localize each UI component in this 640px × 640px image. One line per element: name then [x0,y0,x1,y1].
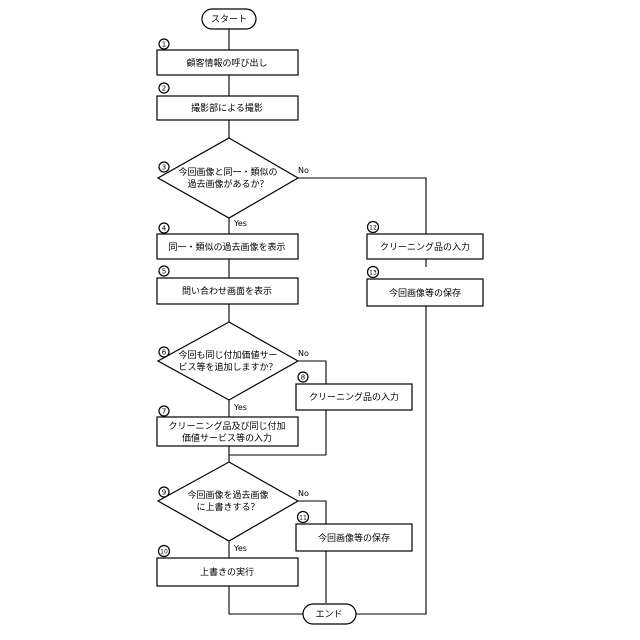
decision-6-text-line1: 今回も同じ付加価値サー [178,349,277,361]
step-number-6: 6 [159,347,169,357]
step-2-text: 撮影部による撮影 [191,102,263,114]
decision-3: 今回画像と同一・類似の 過去画像があるか？ [158,138,298,218]
decision-6-text-line2: ビス等を追加しますか？ [178,361,277,373]
step-number-9: 9 [159,487,169,497]
step-number-5: 5 [159,266,169,276]
step-11: 今回画像等の保存 [296,524,412,551]
step-number-1: 1 [159,39,169,49]
start-label: スタート [211,14,247,25]
svg-text:2: 2 [162,85,166,93]
step-number-8: 8 [298,372,308,382]
svg-text:5: 5 [162,268,166,276]
step-5: 問い合わせ画面を表示 [157,278,298,304]
step-7-text-line1: クリーニング品及び同じ付加 [168,420,285,432]
decision-6: 今回も同じ付加価値サー ビス等を追加しますか？ [158,322,298,400]
step-7: クリーニング品及び同じ付加 価値サービス等の入力 [157,417,298,446]
step-number-4: 4 [159,223,169,233]
step-13: 今回画像等の保存 [367,279,483,306]
decision-9-text-line2: に上書きする？ [196,501,259,513]
step-number-13: 13 [368,267,379,278]
edge-10-end [229,586,303,614]
edge-13-end [356,306,426,614]
step-12: クリーニング品の入力 [367,234,483,259]
step-1-text: 顧客情報の呼び出し [186,57,267,69]
edge-3-12-no [298,178,426,234]
start-terminal: スタート [202,9,256,29]
end-terminal: エンド [303,604,356,624]
decision-9: 今回画像を過去画像 に上書きする？ [158,462,298,541]
label-no-9: No [298,489,309,498]
svg-text:11: 11 [299,515,307,522]
svg-text:8: 8 [301,374,305,382]
step-10: 上書きの実行 [157,558,298,586]
step-number-11: 11 [298,512,309,523]
step-8: クリーニング品の入力 [296,384,412,410]
step-13-text: 今回画像等の保存 [389,287,461,299]
step-8-text: クリーニング品の入力 [309,391,399,403]
step-number-2: 2 [159,83,169,93]
step-4: 同一・類似の過去画像を表示 [157,234,298,259]
step-2: 撮影部による撮影 [157,96,298,120]
decision-9-text-line1: 今回画像を過去画像 [187,489,268,501]
svg-text:13: 13 [369,270,377,277]
svg-text:9: 9 [162,489,166,497]
svg-text:10: 10 [160,549,168,556]
svg-text:4: 4 [162,225,167,233]
svg-text:6: 6 [162,349,167,357]
decision-3-text-line1: 今回画像と同一・類似の [178,166,277,178]
decision-3-text-line2: 過去画像があるか？ [187,178,268,190]
svg-text:12: 12 [369,225,377,232]
label-no-6: No [298,349,309,358]
svg-text:1: 1 [162,41,166,49]
label-no-3: No [298,166,309,175]
step-11-text: 今回画像等の保存 [318,532,390,544]
svg-text:3: 3 [162,164,166,172]
step-10-text: 上書きの実行 [200,566,254,578]
step-number-12: 12 [368,222,379,233]
step-12-text: クリーニング品の入力 [380,241,470,253]
step-4-text: 同一・類似の過去画像を表示 [168,241,285,253]
svg-text:7: 7 [162,408,166,416]
step-number-7: 7 [159,406,169,416]
label-yes-3: Yes [233,219,247,228]
label-yes-6: Yes [233,403,247,412]
step-5-text: 問い合わせ画面を表示 [182,285,272,297]
step-number-10: 10 [159,546,170,557]
label-yes-9: Yes [233,544,247,553]
step-1: 顧客情報の呼び出し [157,50,298,75]
step-number-3: 3 [159,162,169,172]
step-7-text-line2: 価値サービス等の入力 [182,432,272,444]
end-label: エンド [315,610,342,620]
